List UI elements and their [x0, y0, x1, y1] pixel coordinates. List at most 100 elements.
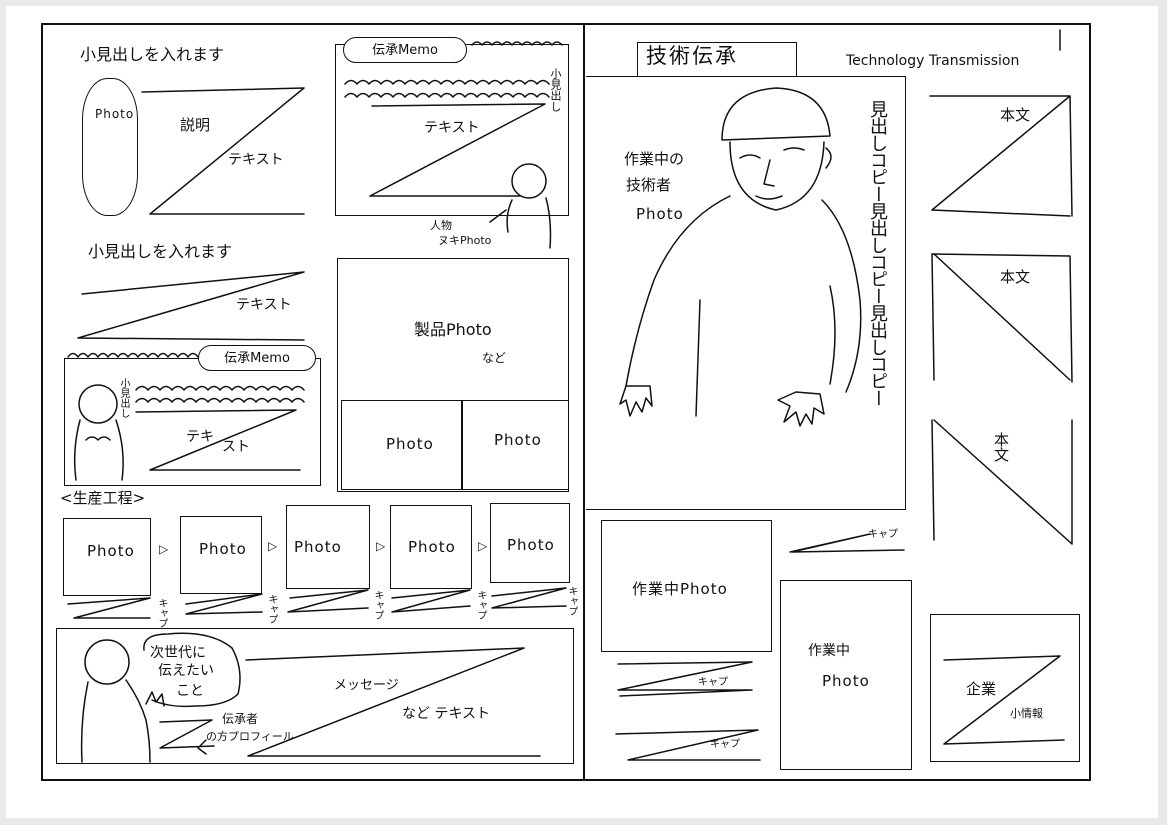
worker-helmet [721, 87, 831, 141]
photo-left-box [341, 400, 462, 490]
message-bubble-line-1: 次世代に [150, 645, 206, 661]
spread-frame [41, 23, 1091, 781]
product-photo-sub: など [482, 351, 507, 365]
process-step-3-label: Photo [294, 538, 342, 556]
message-text: など テキスト [402, 706, 491, 722]
body-z-3 [931, 419, 1073, 545]
page-title: 技術伝承 [646, 44, 738, 68]
memo-1-z [369, 103, 546, 197]
process-arrow-1: ▷ [159, 542, 169, 556]
caption-stroke-mid [617, 661, 753, 697]
process-step-5 [490, 503, 570, 583]
process-step-2-label: Photo [199, 540, 247, 558]
message-bubble-line-3: こと [176, 683, 204, 699]
process-step-5-label: Photo [507, 536, 555, 554]
process-caption-3: キャプ [372, 590, 383, 620]
process-step-1-label: Photo [87, 542, 135, 560]
memo-2-waves-2 [135, 397, 305, 403]
main-photo-box [586, 76, 906, 510]
message-person-head [84, 639, 130, 685]
page-title-en: Technology Transmission [846, 53, 1020, 69]
worker-body-right [821, 199, 862, 393]
worker-label-2: 技術者 [626, 176, 672, 194]
work-photo-1-box [601, 520, 772, 652]
caption-top: キャプ [868, 529, 898, 540]
process-caption-stroke-2 [185, 593, 263, 615]
company-z [943, 655, 1065, 745]
process-step-3 [286, 505, 370, 589]
process-arrow-2: ▷ [268, 539, 278, 553]
memo-2-person-body [73, 419, 124, 481]
body-label-2: 本文 [1000, 268, 1031, 286]
memo-1-waves-top [471, 41, 563, 46]
description-label: 説明 [180, 116, 211, 134]
worker-hand-left [619, 385, 653, 417]
process-caption-stroke-3 [287, 589, 369, 613]
company-sub: 小情報 [1010, 707, 1043, 720]
memo-1-waves-2 [344, 92, 550, 98]
caption-stroke-bottom [615, 729, 761, 761]
memo-2-person-head [78, 384, 118, 424]
process-step-1 [63, 518, 151, 596]
memo-2-side-label: 小見出し [118, 378, 129, 418]
photo-right-label: Photo [494, 431, 542, 449]
profile-z [159, 719, 215, 755]
spread-gutter [583, 23, 585, 781]
memo-1-badge: 伝承Memo [343, 37, 467, 63]
caption-stroke-top [789, 533, 905, 553]
process-step-4 [390, 505, 472, 589]
work-photo-1-label: 作業中Photo [632, 580, 728, 598]
process-caption-2: キャプ [266, 594, 277, 624]
message-z [245, 647, 541, 757]
worker-ear [825, 147, 832, 169]
memo-2-waves-top [67, 352, 199, 358]
process-heading: <生産工程> [60, 489, 146, 507]
memo-1-side-label: 小見出し [549, 68, 562, 112]
worker-torso [695, 285, 836, 417]
process-step-4-label: Photo [408, 538, 456, 556]
worker-hand-right [777, 391, 825, 427]
body-label-1: 本文 [1000, 106, 1031, 124]
process-caption-stroke-1 [67, 597, 151, 619]
worker-body-left [625, 195, 731, 387]
worker-label-1: 作業中の [624, 150, 685, 168]
title-box [637, 42, 797, 76]
text-label-2: テキスト [236, 297, 292, 313]
memo-2-waves-1 [135, 385, 305, 391]
work-photo-2-box [780, 580, 912, 770]
process-caption-stroke-4 [391, 589, 471, 613]
message-person-body [80, 679, 165, 763]
memo-2-box [64, 358, 321, 486]
memo-1-person-body [489, 197, 552, 249]
memo-2-z [135, 409, 301, 471]
memo-1-person-photo: ヌキPhoto [438, 234, 492, 247]
process-arrow-4: ▷ [478, 539, 488, 553]
message-bubble-line-2: 伝えたい [158, 663, 214, 679]
work-photo-2-label-1: 作業中 [808, 643, 850, 659]
paper-sheet [6, 6, 1158, 818]
worker-face [739, 147, 805, 200]
work-photo-2-label-2: Photo [822, 672, 870, 690]
zblock-2 [77, 271, 305, 341]
message-box [56, 628, 574, 764]
text-label-1: テキスト [228, 152, 284, 168]
body-z-2 [931, 253, 1073, 383]
process-caption-4: キャプ [475, 590, 486, 620]
memo-1-waves-1 [344, 79, 550, 85]
process-step-2 [180, 516, 262, 594]
memo-2-text-a: テキ [186, 429, 214, 445]
process-caption-1: キャプ [156, 598, 167, 628]
memo-1-person-head [511, 163, 547, 199]
memo-2-text-b: スト [222, 439, 250, 455]
zblock-1 [141, 87, 305, 215]
photo-right-box [462, 400, 569, 490]
body-z-1 [929, 95, 1073, 217]
worker-label-3: Photo [636, 205, 684, 223]
headline-copy: 見出しコピー見出しコピー見出しコピー [867, 100, 888, 406]
memo-1-person-label: 人物 [430, 219, 452, 232]
memo-1-text: テキスト [424, 120, 480, 136]
photo-left-label: Photo [386, 435, 434, 453]
company-box [930, 614, 1080, 762]
memo-2-badge: 伝承Memo [198, 345, 316, 371]
